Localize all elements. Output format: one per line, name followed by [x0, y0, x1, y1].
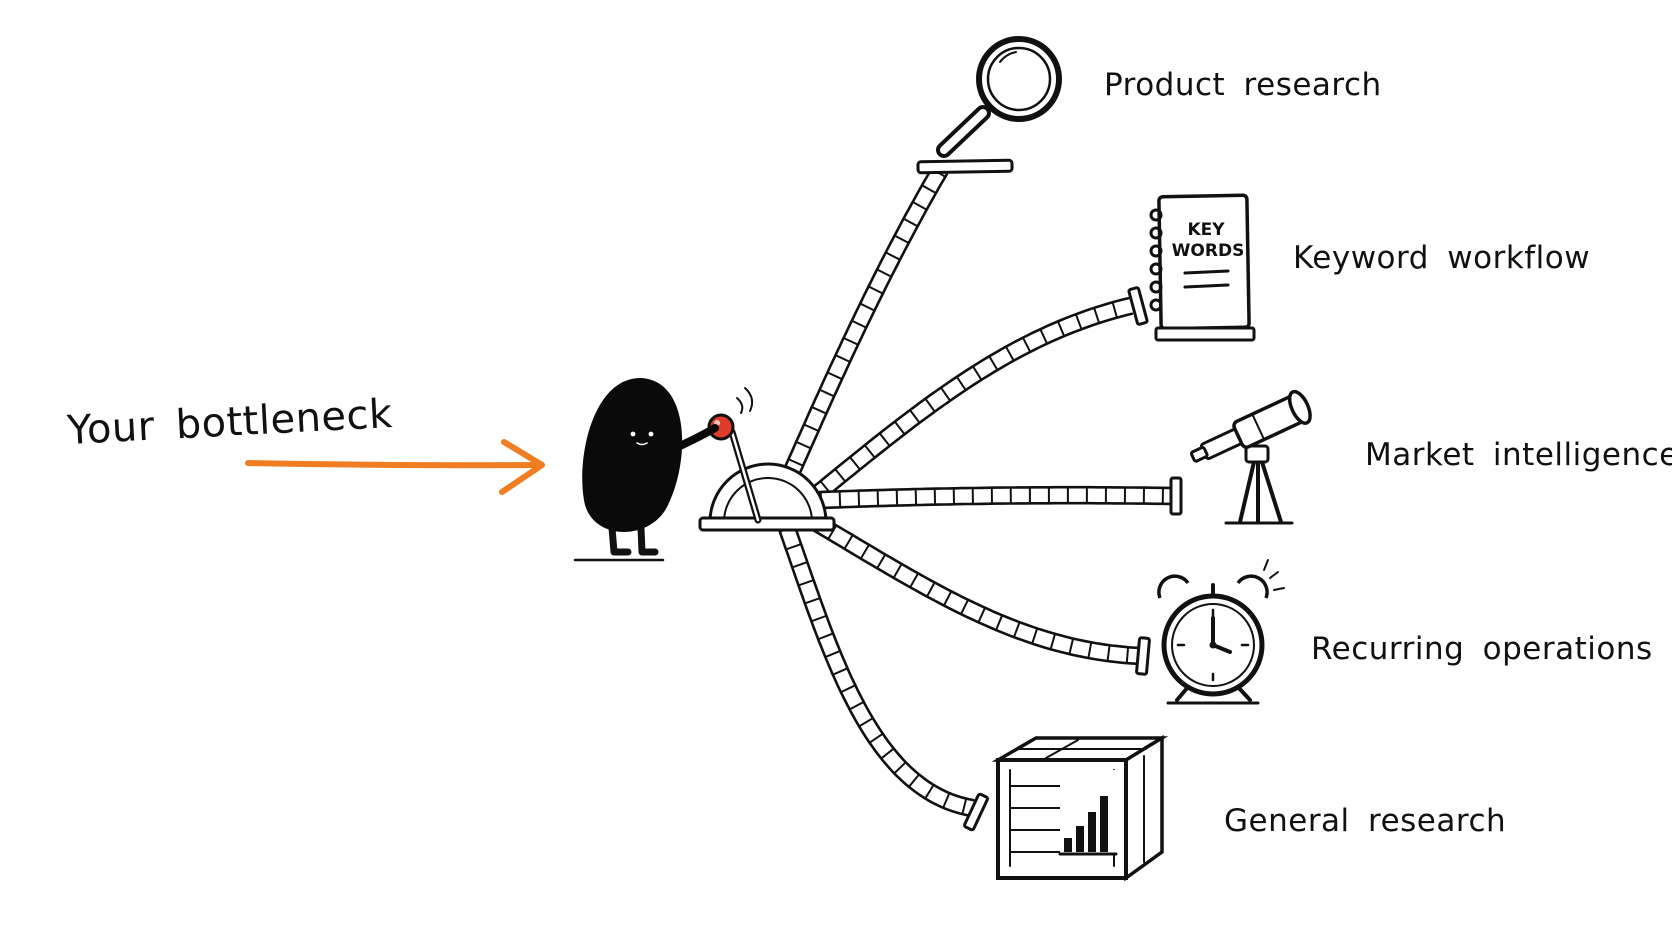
rail-left-1	[786, 172, 949, 503]
railway-tracks	[771, 164, 1183, 832]
lever-icon	[707, 387, 762, 524]
buffer-stop-4	[1135, 636, 1151, 676]
track-gap-2	[805, 299, 1132, 506]
buffer-stop-1	[916, 158, 1014, 175]
notebook-text-line1: KEY	[1187, 220, 1225, 240]
rail-right-2	[803, 296, 1130, 496]
crate-bar-chart-icon	[991, 734, 1169, 882]
destination-label-keyword-workflow: Keyword workflow	[1293, 240, 1590, 276]
destination-label-market-intelligence: Market intelligence	[1365, 437, 1672, 473]
buffer-stop-2	[1127, 286, 1149, 326]
input-label: Your bottleneck	[65, 391, 394, 454]
rail-left-5	[778, 529, 972, 818]
orange-arrow-icon	[245, 439, 545, 495]
destination-label-general-research: General research	[1224, 803, 1506, 839]
notebook-text-line2: WORDS	[1172, 241, 1245, 261]
rail-right-1	[771, 164, 935, 496]
telescope-icon	[1189, 389, 1312, 525]
rail-right-5	[793, 524, 975, 802]
track-gap-5	[780, 525, 974, 815]
destination-label-recurring-operations: Recurring operations	[1311, 631, 1653, 667]
buffer-stop-5	[963, 792, 989, 832]
notebook-icon: KEY WORDS	[1149, 193, 1256, 342]
rail-right-4	[817, 513, 1142, 650]
magnifying-glass-icon	[936, 36, 1062, 158]
track-gap-1	[773, 166, 947, 501]
buffer-stop-3	[1169, 476, 1183, 516]
alarm-clock-icon	[1157, 559, 1285, 705]
blob-character	[573, 377, 719, 562]
rail-right-3	[818, 485, 1176, 494]
rail-left-4	[809, 527, 1141, 666]
rail-left-2	[813, 312, 1134, 508]
track-switch-icon	[698, 462, 836, 532]
rail-left-3	[819, 501, 1176, 510]
track-gap-3	[819, 488, 1175, 507]
track-gap-4	[811, 515, 1141, 663]
destination-label-product-research: Product research	[1104, 67, 1382, 103]
